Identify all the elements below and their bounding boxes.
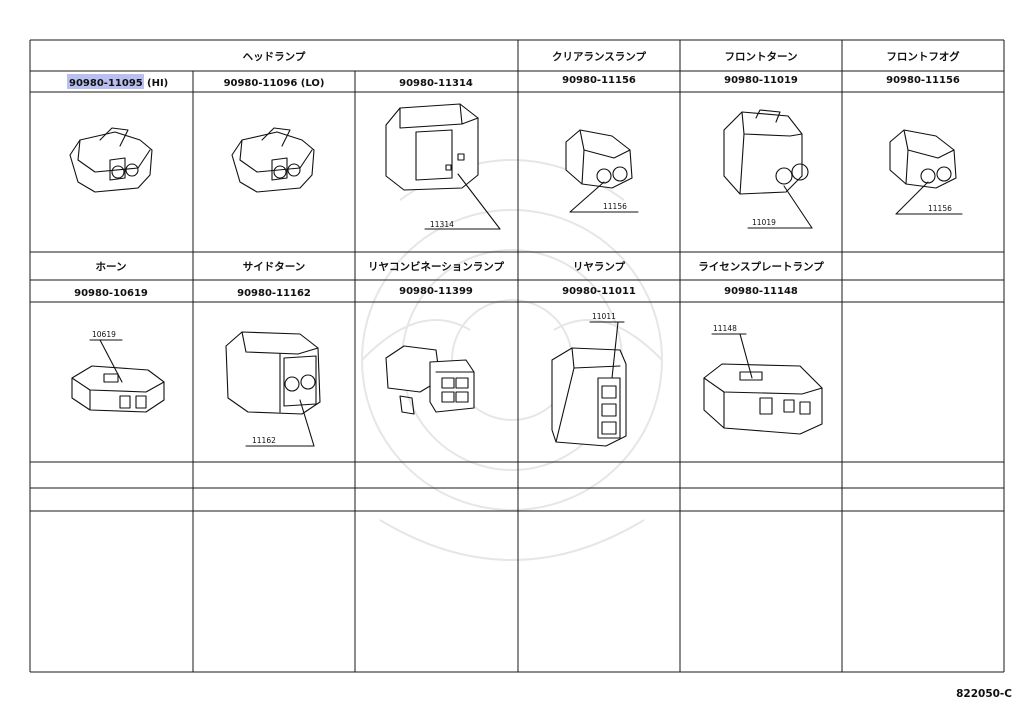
connector-drawing-11314	[385, 103, 501, 230]
header-side-turn: サイドターン	[243, 261, 305, 273]
connector-drawing-side-turn	[225, 331, 321, 447]
header-headlamp: ヘッドランプ	[243, 50, 306, 63]
callout-10619: 10619	[92, 330, 116, 339]
part-number-rear-combination[interactable]: 90980-11399	[399, 286, 473, 297]
part-number-hi[interactable]: 90980-11095	[69, 78, 143, 89]
callout-11019: 11019	[752, 218, 776, 227]
part-number-rear-lamp[interactable]: 90980-11011	[562, 286, 636, 297]
connector-drawing-horn	[71, 339, 165, 413]
callout-11156-b: 11156	[928, 204, 952, 213]
callout-11011: 11011	[592, 312, 616, 321]
part-number-hi-suffix: (HI)	[147, 78, 168, 89]
part-number-horn[interactable]: 90980-10619	[74, 288, 148, 299]
part-number-lo[interactable]: 90980-11096 (LO)	[224, 78, 325, 89]
connector-drawing-hi	[69, 127, 153, 193]
callout-11148: 11148	[713, 324, 737, 333]
part-number-clearance[interactable]: 90980-11156	[562, 75, 636, 86]
header-rear-combination-lamp: リヤコンビネーションランプ	[368, 260, 504, 273]
connector-drawing-front-fog	[889, 129, 963, 215]
callout-11314: 11314	[430, 220, 454, 229]
header-license-plate-lamp: ライセンスプレートランプ	[698, 260, 824, 273]
header-clearance-lamp: クリアランスランプ	[552, 50, 646, 63]
connector-drawing-front-turn	[723, 109, 813, 229]
header-front-fog: フロントフオグ	[886, 50, 960, 63]
connector-drawing-clearance	[565, 129, 639, 213]
callout-11156-a: 11156	[603, 202, 627, 211]
table-grid	[29, 39, 1005, 673]
connector-drawing-lo	[231, 127, 315, 193]
part-number-front-turn[interactable]: 90980-11019	[724, 75, 798, 86]
selected-part-highlight	[67, 74, 144, 89]
drawing-code: 822050-C	[956, 688, 1012, 700]
connector-drawing-rear-combination	[385, 345, 475, 415]
header-horn: ホーン	[96, 261, 127, 273]
connector-drawing-rear-lamp	[551, 321, 627, 447]
connector-drawing-license-plate	[703, 333, 823, 435]
part-number-11314[interactable]: 90980-11314	[399, 78, 473, 89]
part-number-front-fog[interactable]: 90980-11156	[886, 75, 960, 86]
callout-11162: 11162	[252, 436, 276, 445]
part-number-license-plate[interactable]: 90980-11148	[724, 286, 798, 297]
header-front-turn: フロントターン	[725, 51, 798, 63]
part-number-side-turn[interactable]: 90980-11162	[237, 288, 311, 299]
header-rear-lamp: リヤランプ	[573, 260, 626, 273]
